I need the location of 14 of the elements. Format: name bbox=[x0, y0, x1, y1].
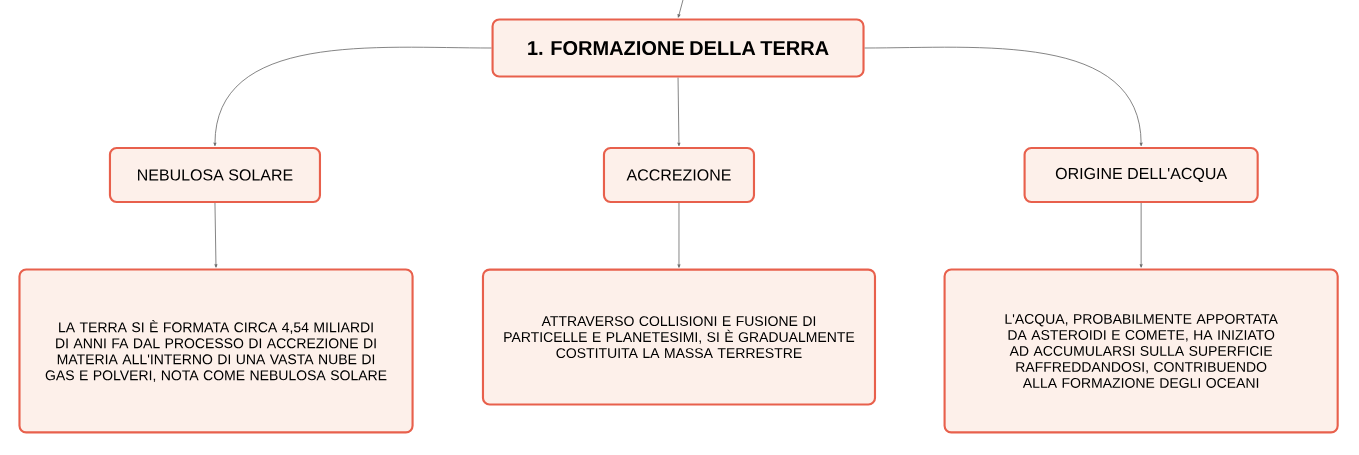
text-box: L'ACQUA, PROBABILMENTE APPORTATA DA ASTEROIDI E COMETE, HA INIZIATO AD ACCUMULARSI SULLA SUPERFICIE RAFFREDDANDOSI, CONTRIBUENDO ALLA FORMAZIONE DEGLI OCEANI bbox=[943, 268, 1339, 434]
arrow bbox=[1139, 202, 1143, 268]
topic-box: ORIGINE DELL'ACQUA bbox=[1023, 146, 1259, 204]
text-box: LA TERRA SI È FORMATA CIRCA 4,54 MILIARDI DI ANNI FA DAL PROCESSO DI ACCREZIONE DI MATERIA ALL'INTERNO DI UNA VASTA NUBE DI GAS E POLVERI, NOTA COME NEBULOSA SOLARE bbox=[18, 268, 414, 434]
arrow bbox=[864, 46, 1143, 147]
topic-box: ACCREZIONE bbox=[602, 146, 756, 204]
text-box: ATTRAVERSO COLLISIONI E FUSIONE DI PARTICELLE E PLANETESIMI, SI È GRADUALMENTE COSTITUITA LA MASSA TERRESTRE bbox=[481, 268, 877, 406]
arrow bbox=[677, 202, 681, 268]
title-box: 1. FORMAZIONE DELLA TERRA bbox=[491, 18, 865, 78]
arrow bbox=[677, 0, 684, 18]
arrow bbox=[213, 46, 492, 147]
arrow bbox=[677, 77, 681, 147]
arrow bbox=[214, 202, 218, 268]
topic-box: NEBULOSA SOLARE bbox=[108, 146, 322, 204]
